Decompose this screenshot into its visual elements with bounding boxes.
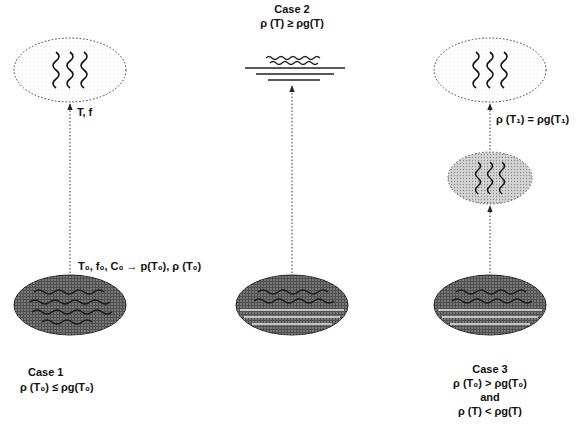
condition-formula: ρ (T) < ρg(T): [458, 405, 522, 418]
condition-formula: ρ (T₀) ≤ ρg(T₀): [20, 381, 94, 394]
sample-ellipse: [236, 275, 348, 335]
sample-ellipse: [434, 275, 546, 335]
variable-label: T, f: [77, 106, 92, 119]
process-arrow: [490, 206, 491, 273]
condition-formula: ρ (T₀) > ρg(T₀): [453, 377, 527, 390]
process-arrow: [292, 86, 293, 273]
sample-texture: [236, 275, 348, 335]
wave-symbol: [476, 162, 505, 194]
liquid-lines: [438, 310, 542, 324]
transition-condition: ρ (T₁) = ρg(T₁): [496, 113, 569, 126]
case-title: Case 1: [28, 366, 63, 379]
sample-texture: [434, 275, 546, 335]
case-title: Case 3: [472, 363, 507, 376]
wave-symbol: [53, 52, 87, 88]
conjunction-label: and: [480, 391, 500, 404]
process-arrow: [70, 104, 71, 273]
liquid-lines: [240, 310, 344, 324]
liquid-surface: [245, 57, 345, 81]
case-title: Case 2: [274, 3, 309, 16]
sample-ellipse: [14, 275, 126, 335]
wave-symbol: [452, 290, 532, 303]
condition-formula: ρ (T) ≥ ρg(T): [260, 17, 324, 30]
sample-texture: [14, 275, 126, 335]
gas-ellipse: [14, 38, 126, 102]
transition-ellipse: [448, 152, 532, 204]
gas-ellipse: [434, 38, 546, 102]
wave-symbol: [30, 290, 112, 324]
process-arrow: [490, 104, 491, 150]
wave-symbol: [254, 290, 334, 303]
initial-conditions: T₀, f₀, C₀ → p(T₀), ρ (T₀): [78, 260, 201, 273]
wave-symbol: [473, 52, 507, 88]
